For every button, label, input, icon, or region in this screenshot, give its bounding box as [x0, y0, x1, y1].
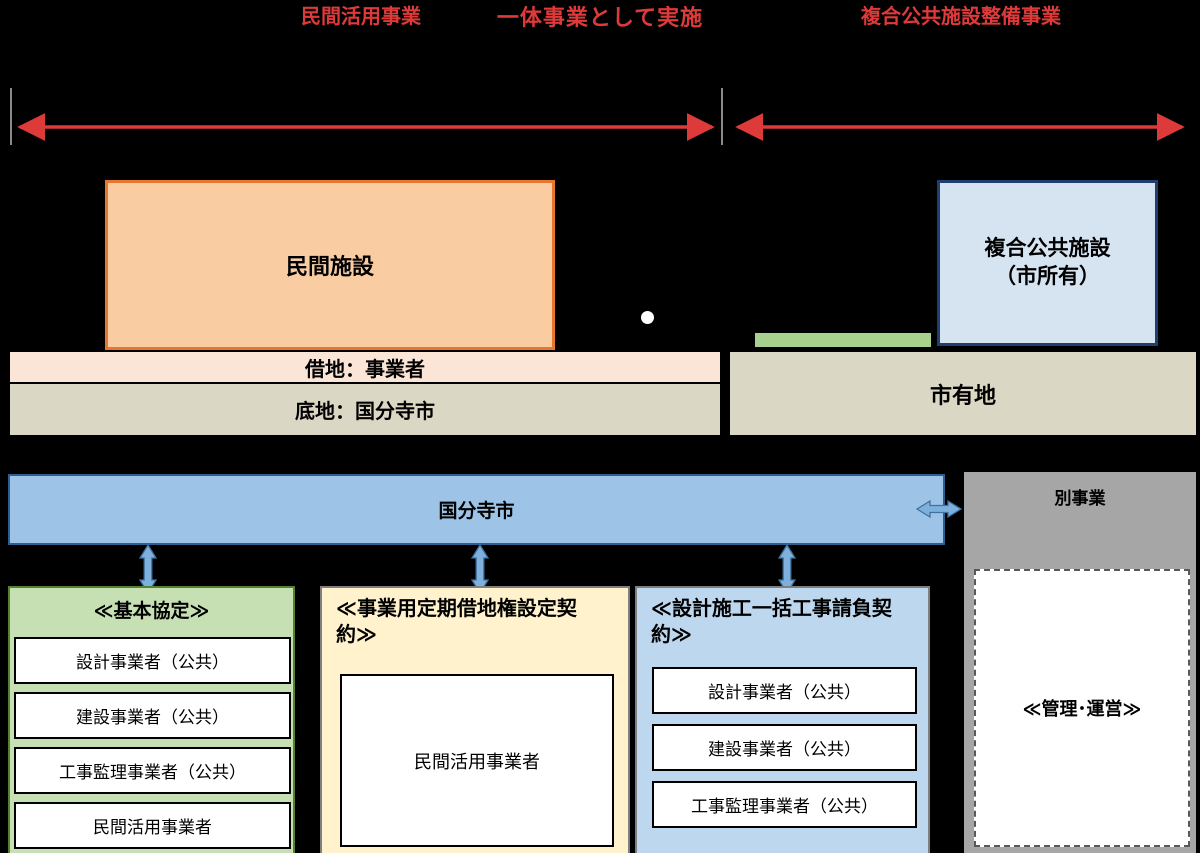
construction-item-supervision: 工事監理事業者（公共） — [652, 781, 917, 828]
diagram-title: 一体事業として実施 — [496, 5, 704, 30]
construction-contract-box: ≪設計施工一括工事請負契 約≫ 設計事業者（公共） 建設事業者（公共） 工事監理… — [635, 586, 930, 853]
axis-label-private-project: 民間活用事業 — [301, 6, 421, 28]
leased-land-band: 借地：事業者 — [8, 350, 722, 384]
axis-label-public-project: 複合公共施設整備事業 — [861, 6, 1061, 28]
construction-item-construction: 建設事業者（公共） — [652, 724, 917, 771]
management-operation-box: ≪管理･運営≫ — [974, 569, 1190, 847]
separate-business-box: 別事業 ≪管理･運営≫ — [962, 470, 1198, 853]
agreement-item-private-use: 民間活用事業者 — [14, 802, 291, 849]
lease-contract-title: ≪事業用定期借地権設定契 約≫ — [336, 598, 577, 646]
private-facility-label: 民間施設 — [285, 254, 374, 279]
agreement-item-design: 設計事業者（公共） — [14, 637, 291, 684]
white-dot — [641, 311, 654, 324]
underlying-land-label: 底地：国分寺市 — [295, 401, 435, 423]
management-operation-label: ≪管理･運営≫ — [1022, 699, 1142, 719]
city-owned-land-label: 市有地 — [929, 382, 996, 408]
construction-contract-title: ≪設計施工一括工事請負契 約≫ — [651, 598, 892, 646]
agreement-item-construction: 建設事業者（公共） — [14, 692, 291, 739]
city-owned-land-band: 市有地 — [728, 350, 1198, 437]
city-bar: 国分寺市 — [8, 474, 945, 545]
public-facility-box: 複合公共施設 （市所有） — [937, 180, 1158, 346]
phase-axis-arrows — [17, 113, 1185, 141]
city-bar-label: 国分寺市 — [438, 501, 515, 522]
leased-land-label: 借地：事業者 — [305, 358, 425, 381]
lease-contract-operator: 民間活用事業者 — [340, 674, 614, 847]
lawn-strip — [755, 333, 931, 347]
axis-tick-left — [10, 88, 12, 145]
basic-agreement-box: ≪基本協定≫ 設計事業者（公共） 建設事業者（公共） 工事監理事業者（公共） 民… — [8, 586, 295, 853]
construction-item-design: 設計事業者（公共） — [652, 667, 917, 714]
basic-agreement-title: ≪基本協定≫ — [93, 601, 210, 622]
axis-tick-middle — [721, 88, 723, 145]
link-arrow-city-to-separate — [916, 499, 962, 519]
public-facility-label: 複合公共施設 （市所有） — [984, 236, 1111, 288]
lease-contract-box: ≪事業用定期借地権設定契 約≫ 民間活用事業者 — [320, 586, 630, 853]
private-facility-box: 民間施設 — [105, 180, 555, 350]
separate-business-label: 別事業 — [1054, 489, 1106, 508]
underlying-land-band: 底地：国分寺市 — [8, 382, 722, 437]
agreement-item-supervision: 工事監理事業者（公共） — [14, 747, 291, 794]
